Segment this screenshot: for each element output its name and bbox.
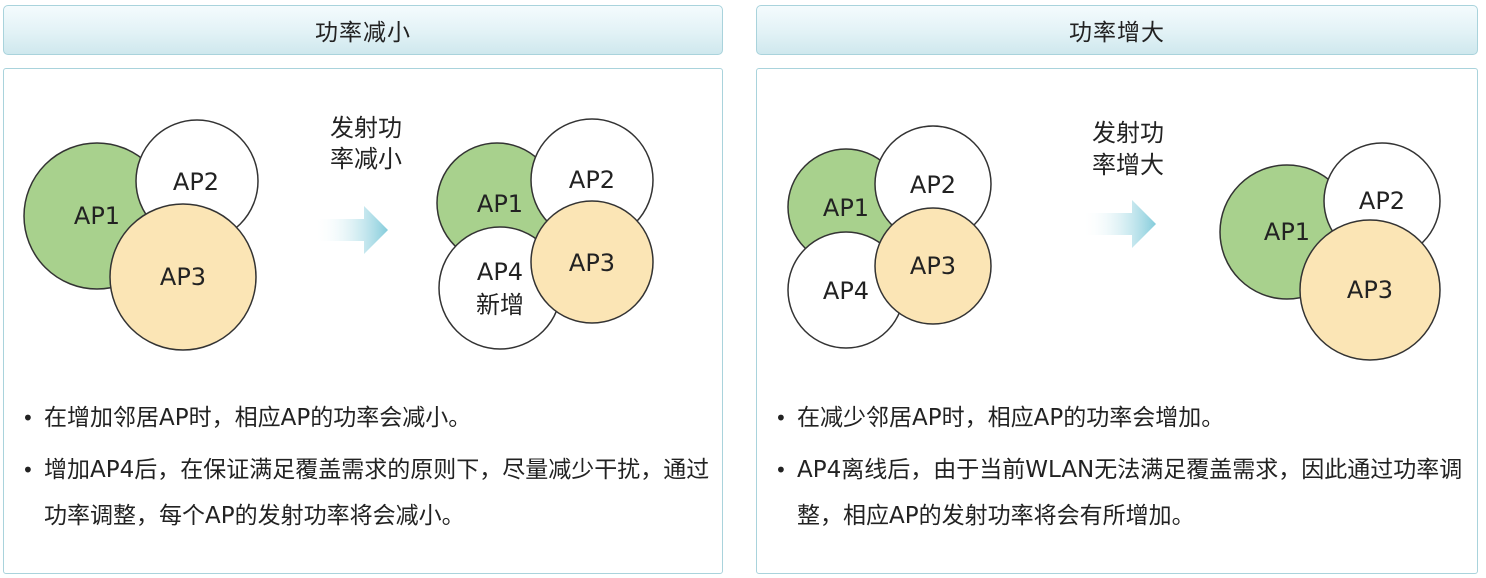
bullet-dot: •: [775, 458, 787, 482]
ap2-label: AP2: [173, 168, 219, 196]
ap2-label: AP2: [910, 171, 956, 199]
ap1-label: AP1: [823, 194, 869, 222]
arrow-icon: [314, 206, 388, 254]
ap4-new-label: 新增: [476, 291, 524, 319]
arrow-label-line-2: 率减小: [330, 145, 402, 173]
arrow-label-line-1: 发射功: [330, 114, 402, 142]
ap1-label: AP1: [74, 202, 120, 230]
bullet-text: AP4离线后，由于当前WLAN无法满足覆盖需求，因此通过功率调整，相应AP的发射…: [797, 457, 1463, 529]
panel-header-power-decrease: 功率减小: [3, 5, 723, 55]
arrow-label-line-2: 率增大: [1092, 151, 1164, 179]
ap4-label: AP4: [823, 277, 869, 305]
ap4-label: AP4: [477, 258, 523, 286]
bullet-list: • 在增加邻居AP时，相应AP的功率会减小。 • 增加AP4后，在保证满足覆盖需…: [20, 395, 720, 545]
bullet-text: 在增加邻居AP时，相应AP的功率会减小。: [44, 405, 472, 431]
circle-ap3: [874, 207, 992, 325]
bullet-item: • 增加AP4后，在保证满足覆盖需求的原则下，尽量减少干扰，通过功率调整，每个A…: [20, 447, 720, 539]
bullet-list: • 在减少邻居AP时，相应AP的功率会增加。 • AP4离线后，由于当前WLAN…: [773, 395, 1473, 545]
diagram-before-increase: AP1 AP4 AP2 AP3: [787, 125, 992, 349]
arrow-icon: [1082, 200, 1156, 248]
diagram-after-increase: AP1 AP2 AP3: [1219, 142, 1441, 361]
ap3-label: AP3: [160, 263, 206, 291]
circle-ap3: [1299, 219, 1441, 361]
transition-increase: 发射功 率增大: [1082, 119, 1164, 248]
bullet-item: • AP4离线后，由于当前WLAN无法满足覆盖需求，因此通过功率调整，相应AP的…: [773, 447, 1473, 539]
bullet-dot: •: [22, 406, 34, 430]
arrow-label-line-1: 发射功: [1092, 119, 1164, 147]
bullet-item: • 在减少邻居AP时，相应AP的功率会增加。: [773, 395, 1473, 441]
panel-title: 功率减小: [315, 20, 411, 46]
diagram-after-decrease: AP1 AP4 新增 AP2 AP3: [436, 118, 654, 350]
bullet-text: 在减少邻居AP时，相应AP的功率会增加。: [797, 405, 1225, 431]
ap3-label: AP3: [910, 252, 956, 280]
ap2-label: AP2: [569, 166, 615, 194]
panel-title: 功率增大: [1069, 20, 1165, 46]
bullet-item: • 在增加邻居AP时，相应AP的功率会减小。: [20, 395, 720, 441]
transition-decrease: 发射功 率减小: [314, 114, 402, 254]
panel-header-power-increase: 功率增大: [756, 5, 1478, 55]
bullet-dot: •: [22, 458, 34, 482]
ap3-label: AP3: [569, 249, 615, 277]
diagram-before-decrease: AP1 AP2 AP3: [23, 119, 259, 351]
ap3-label: AP3: [1347, 276, 1393, 304]
circle-ap3: [109, 203, 257, 351]
ap1-label: AP1: [1264, 218, 1310, 246]
ap2-label: AP2: [1359, 187, 1405, 215]
circle-ap3: [530, 200, 654, 324]
ap1-label: AP1: [477, 190, 523, 218]
bullet-text: 增加AP4后，在保证满足覆盖需求的原则下，尽量减少干扰，通过功率调整，每个AP的…: [44, 457, 710, 529]
bullet-dot: •: [775, 406, 787, 430]
